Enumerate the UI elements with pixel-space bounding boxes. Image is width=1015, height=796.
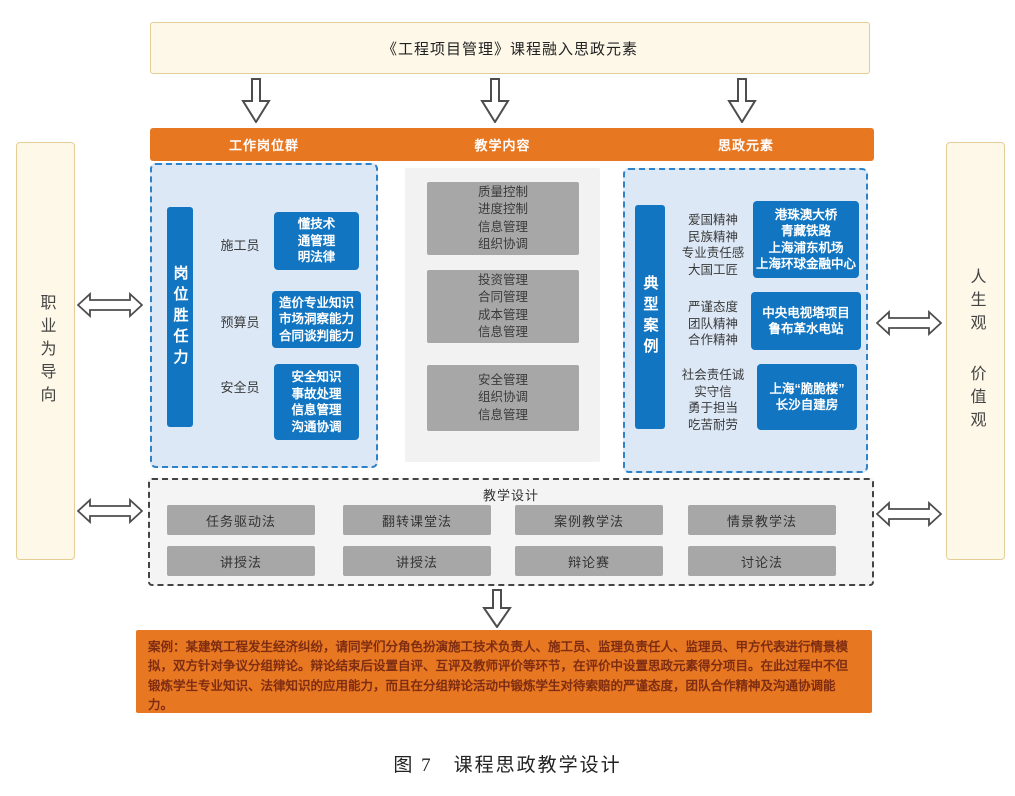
values-view-label: 价值观 [967, 365, 985, 434]
method-scenario-teaching: 情景教学法 [688, 505, 836, 535]
double-arrow-icon [876, 501, 942, 527]
cases-box-crispy-building: 上海“脆脆楼” 长沙自建房 [757, 364, 857, 430]
ideology-elements-responsibility: 社会责任诚 实守信 勇于担当 吃苦耐劳 [681, 368, 745, 432]
method-debate: 辩论赛 [515, 546, 663, 576]
job-competency-bar-label: 岗位胜任力 [171, 264, 189, 370]
method-flipped-classroom: 翻转课堂法 [343, 505, 491, 535]
career-orientation-pillar: 职业为导向 [16, 142, 75, 560]
teaching-design-box: 教学设计 任务驱动法 翻转课堂法 案例教学法 情景教学法 讲授法 讲授法 辩论赛… [148, 478, 874, 586]
values-pillar: 人生观 价值观 [946, 142, 1005, 560]
career-orientation-label: 职业为导向 [37, 293, 55, 409]
content-box-quality: 质量控制 进度控制 信息管理 组织协调 [427, 182, 579, 255]
method-lecture-2: 讲授法 [343, 546, 491, 576]
safety-officer-skills-box: 安全知识 事故处理 信息管理 沟通协调 [274, 364, 359, 440]
header-content-label: 教学内容 [474, 138, 531, 153]
estimator-skills-box: 造价专业知识 市场洞察能力 合同谈判能力 [272, 291, 361, 348]
job-competency-panel: 岗位胜任力 施工员 懂技术 通管理 明法律 预算员 造价专业知识 市场洞察能力 … [150, 163, 378, 468]
down-arrow-icon [482, 589, 512, 628]
content-box-safety: 安全管理 组织协调 信息管理 [427, 365, 579, 431]
method-discussion: 讨论法 [688, 546, 836, 576]
method-lecture-1: 讲授法 [167, 546, 315, 576]
cases-box-cctv-tower: 中央电视塔项目 鲁布革水电站 [751, 292, 861, 350]
teaching-content-panel: 质量控制 进度控制 信息管理 组织协调 投资管理 合同管理 成本管理 信息管理 … [405, 168, 600, 462]
down-arrow-icon [480, 78, 510, 123]
double-arrow-icon [77, 292, 143, 318]
down-arrow-icon [241, 78, 271, 123]
typical-cases-bar-label: 典型案例 [641, 275, 659, 359]
case-description-text: 案例：某建筑工程发生经济纠纷，请同学们分角色扮演施工技术负责人、施工员、监理负责… [148, 640, 849, 713]
case-description-box: 案例：某建筑工程发生经济纠纷，请同学们分角色扮演施工技术负责人、施工员、监理负责… [136, 630, 872, 713]
ideology-elements-patriotism: 爱国精神 民族精神 专业责任感 大国工匠 [681, 213, 745, 277]
teaching-design-title: 教学设计 [482, 488, 539, 503]
method-case-teaching: 案例教学法 [515, 505, 663, 535]
typical-cases-bar: 典型案例 [635, 205, 665, 429]
down-arrow-icon [727, 78, 757, 123]
content-box-investment: 投资管理 合同管理 成本管理 信息管理 [427, 270, 579, 343]
header-jobs-label: 工作岗位群 [228, 138, 299, 153]
life-view-label: 人生观 [967, 268, 985, 337]
header-bar: 工作岗位群 教学内容 思政元素 [150, 128, 874, 161]
job-competency-bar: 岗位胜任力 [167, 207, 193, 427]
figure-caption: 图 7 课程思政教学设计 [393, 755, 622, 776]
ideology-elements-rigor: 严谨态度 团队精神 合作精神 [687, 300, 738, 347]
method-task-driven: 任务驱动法 [167, 505, 315, 535]
cases-box-landmarks: 港珠澳大桥 青藏铁路 上海浦东机场 上海环球金融中心 [753, 201, 859, 278]
header-ideology-label: 思政元素 [717, 138, 774, 153]
double-arrow-icon [77, 498, 143, 524]
ideology-panel: 典型案例 爱国精神 民族精神 专业责任感 大国工匠 港珠澳大桥 青藏铁路 上海浦… [623, 168, 868, 473]
role-constructor-label: 施工员 [220, 238, 260, 253]
constructor-skills-box: 懂技术 通管理 明法律 [274, 212, 359, 270]
course-title-text: 《工程项目管理》课程融入思政元素 [381, 40, 638, 58]
course-title-box: 《工程项目管理》课程融入思政元素 [150, 22, 870, 74]
double-arrow-icon [876, 310, 942, 336]
role-estimator-label: 预算员 [220, 315, 260, 330]
role-safety-officer-label: 安全员 [220, 380, 260, 395]
